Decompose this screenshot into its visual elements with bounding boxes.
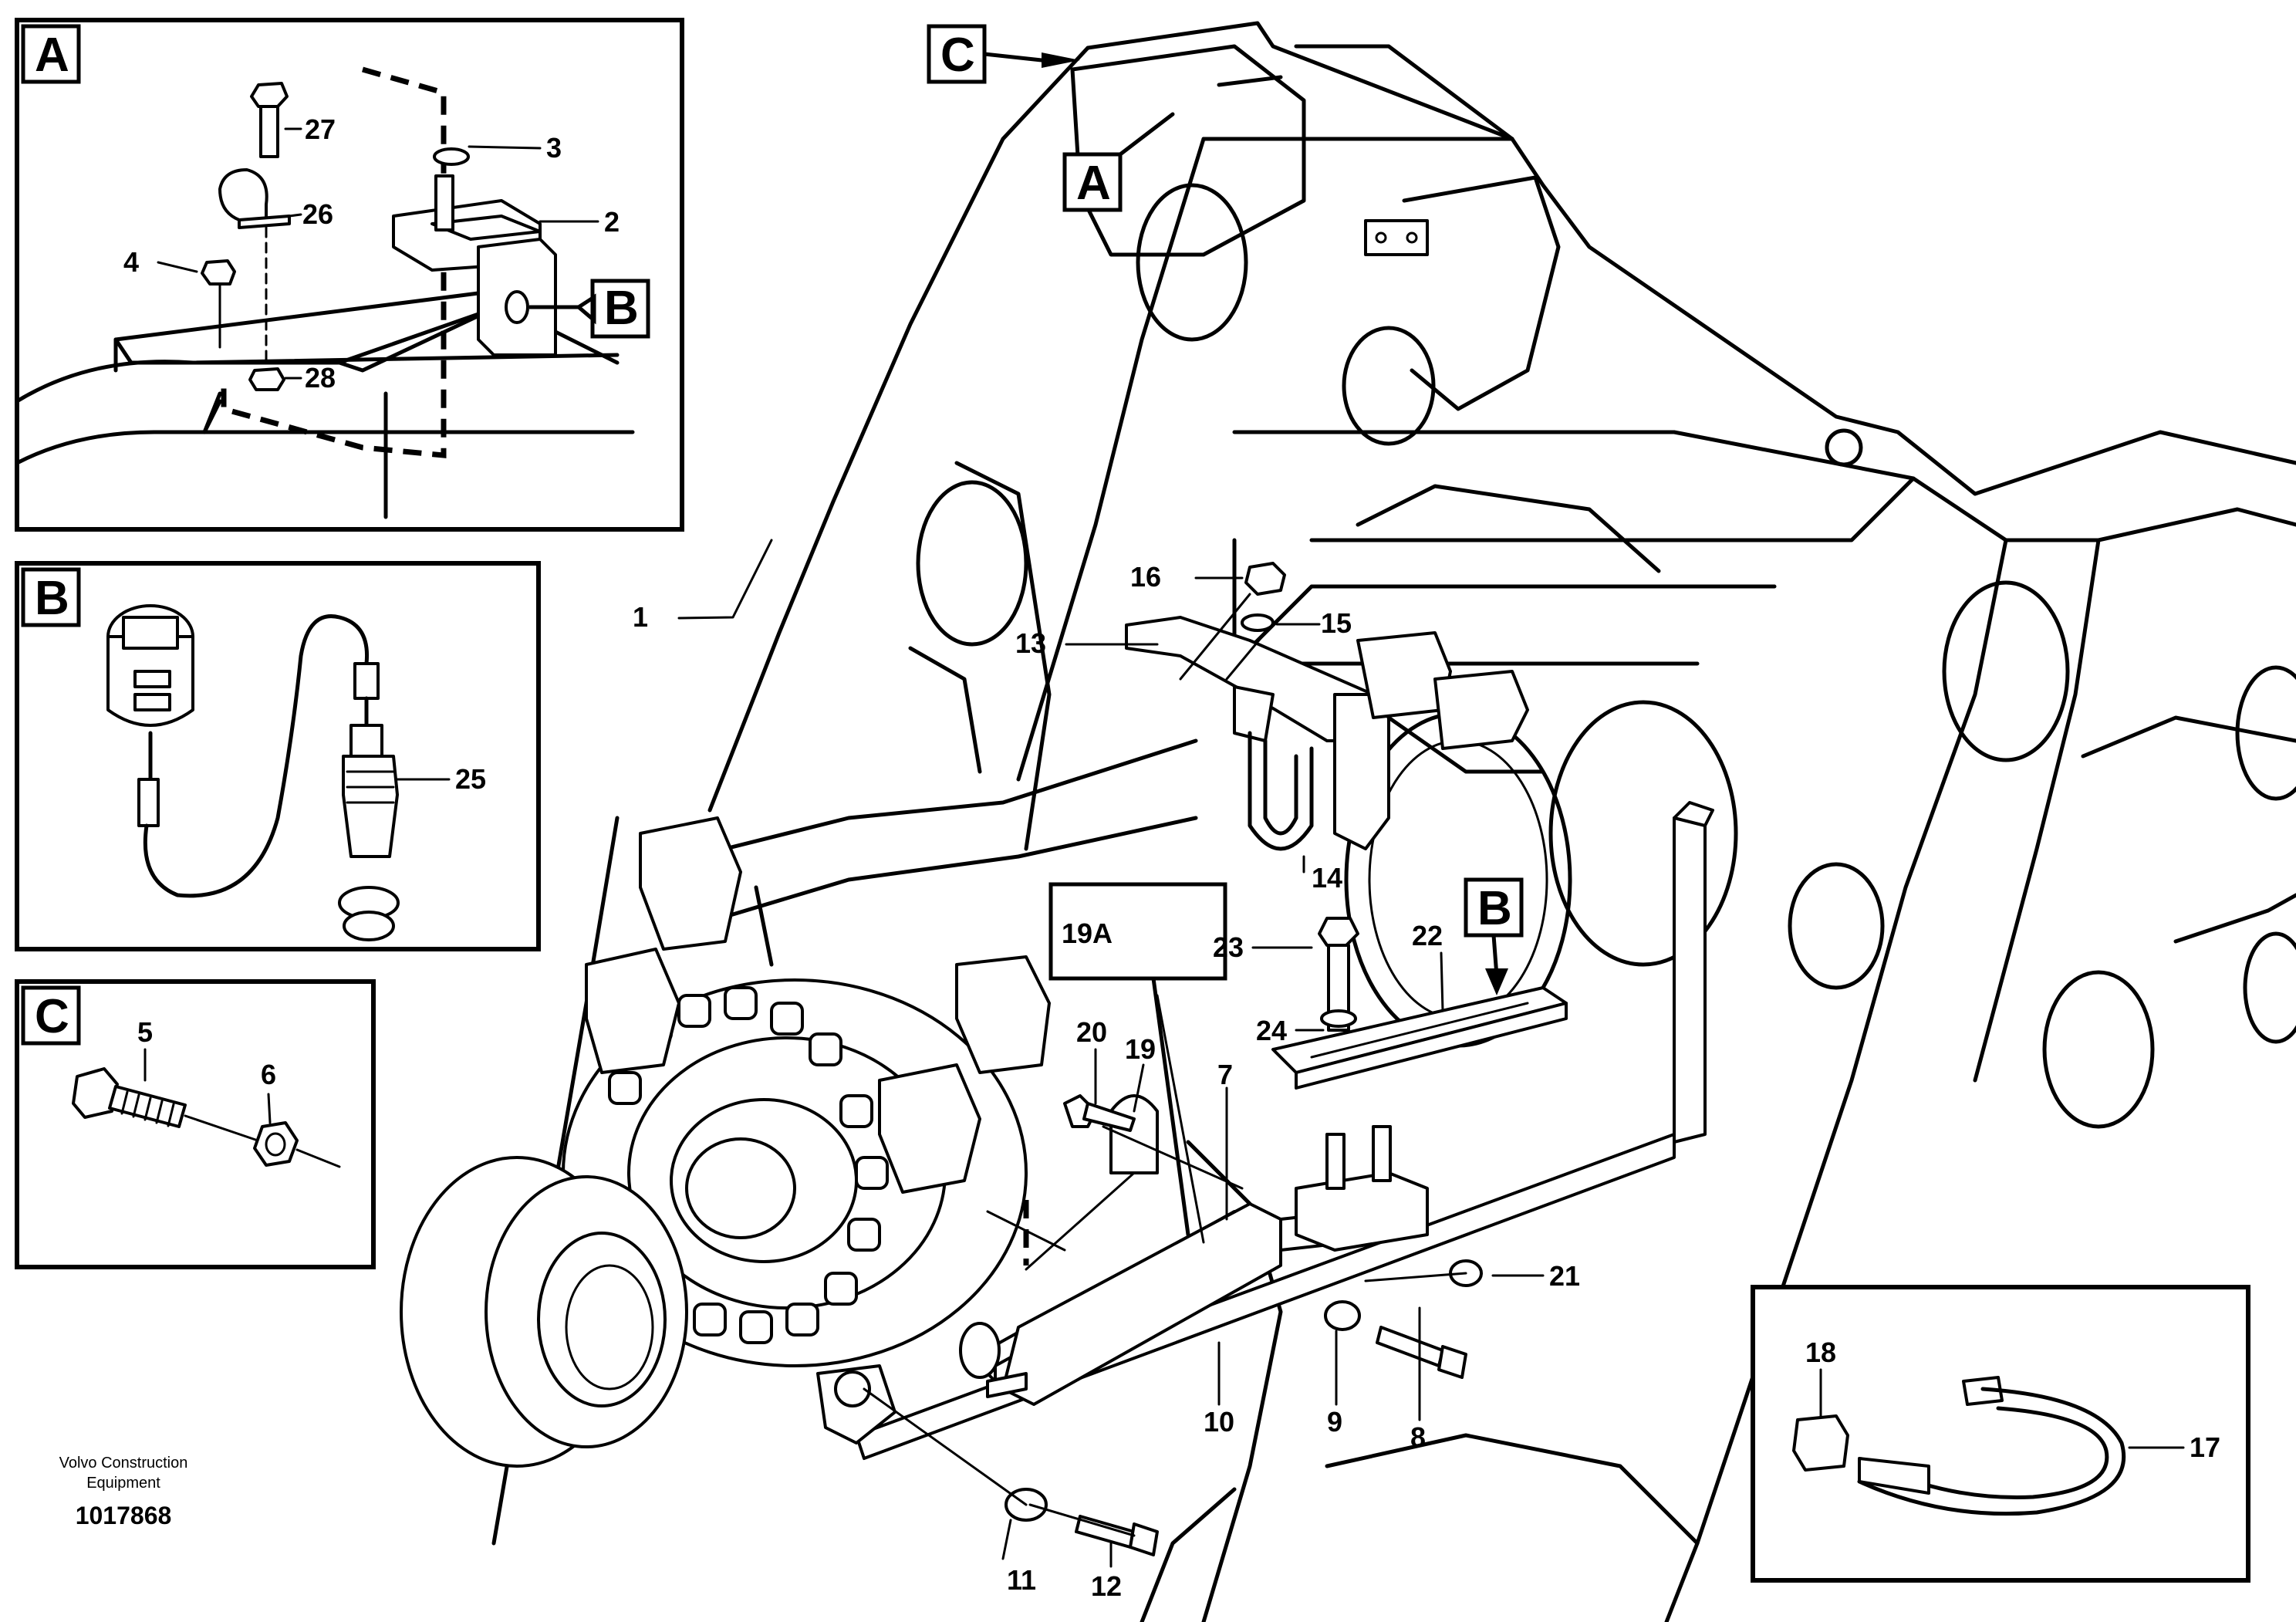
- callout-box-c: C: [940, 29, 975, 82]
- detail-b-inset: [15, 561, 541, 951]
- callout-5: 5: [137, 1016, 153, 1048]
- callout-11: 11: [1007, 1564, 1036, 1596]
- wheel-hub-assembly: [400, 816, 1051, 1468]
- callout-19a: 19A: [1062, 917, 1113, 949]
- callout-27: 27: [305, 113, 336, 145]
- callout-12: 12: [1091, 1570, 1122, 1602]
- callout-19: 19: [1125, 1033, 1156, 1065]
- callout-9: 9: [1327, 1406, 1342, 1438]
- callout-3: 3: [546, 132, 562, 164]
- credit-line-2: Equipment: [86, 1475, 160, 1492]
- callout-26: 26: [302, 198, 333, 230]
- callout-17: 17: [2190, 1431, 2220, 1463]
- sensor-bracket-assembly: [816, 801, 1714, 1460]
- main-callout-boxes: [927, 24, 1524, 1237]
- callout-20: 20: [1076, 1016, 1107, 1048]
- callout-16: 16: [1130, 561, 1161, 593]
- callout-2: 2: [604, 206, 620, 238]
- callout-15: 15: [1321, 607, 1352, 639]
- callout-7: 7: [1217, 1059, 1233, 1090]
- detail-a-label: A: [35, 29, 69, 82]
- callout-14: 14: [1312, 862, 1342, 894]
- credit-line-1: Volvo Construction: [59, 1455, 188, 1472]
- callout-28: 28: [305, 362, 336, 394]
- callout-box-b-inset-a-frame: [590, 279, 650, 339]
- publisher-credit: Volvo Construction Equipment 1017868: [59, 1455, 188, 1529]
- clamp-bracket-13: [1125, 616, 1545, 851]
- detail-c-inset: [15, 979, 376, 1269]
- cable-tie-inset: [1751, 1285, 2250, 1583]
- callout-6: 6: [261, 1059, 276, 1090]
- detail-b-label: B: [35, 572, 69, 625]
- callout-4: 4: [123, 246, 139, 278]
- detail-a-inset: [15, 18, 684, 532]
- callout-10: 10: [1204, 1406, 1234, 1438]
- callout-box-b-inset-a: B: [604, 282, 639, 335]
- callout-18: 18: [1805, 1336, 1836, 1368]
- main-leader-lines: [677, 539, 1545, 1568]
- callout-13: 13: [1015, 627, 1046, 659]
- callout-1: 1: [633, 601, 648, 633]
- main-frame-drawing: [491, 21, 2296, 1622]
- callout-23: 23: [1213, 931, 1244, 963]
- part-numbers: 1 2 3 4 5 6 7 8 9 10 11 12 13 14 15 16 1…: [123, 113, 2220, 1602]
- callout-25: 25: [455, 763, 486, 795]
- callout-8: 8: [1410, 1421, 1426, 1453]
- callout-21: 21: [1549, 1260, 1580, 1292]
- callout-24: 24: [1256, 1015, 1287, 1046]
- detail-labels: A B C C A B B: [35, 29, 1512, 1043]
- callout-box-a: A: [1076, 157, 1111, 210]
- document-number: 1017868: [76, 1502, 172, 1529]
- callout-box-b: B: [1477, 882, 1512, 935]
- callout-22: 22: [1412, 920, 1443, 951]
- detail-c-label: C: [35, 990, 69, 1043]
- hub-bolt-ring: [608, 986, 889, 1344]
